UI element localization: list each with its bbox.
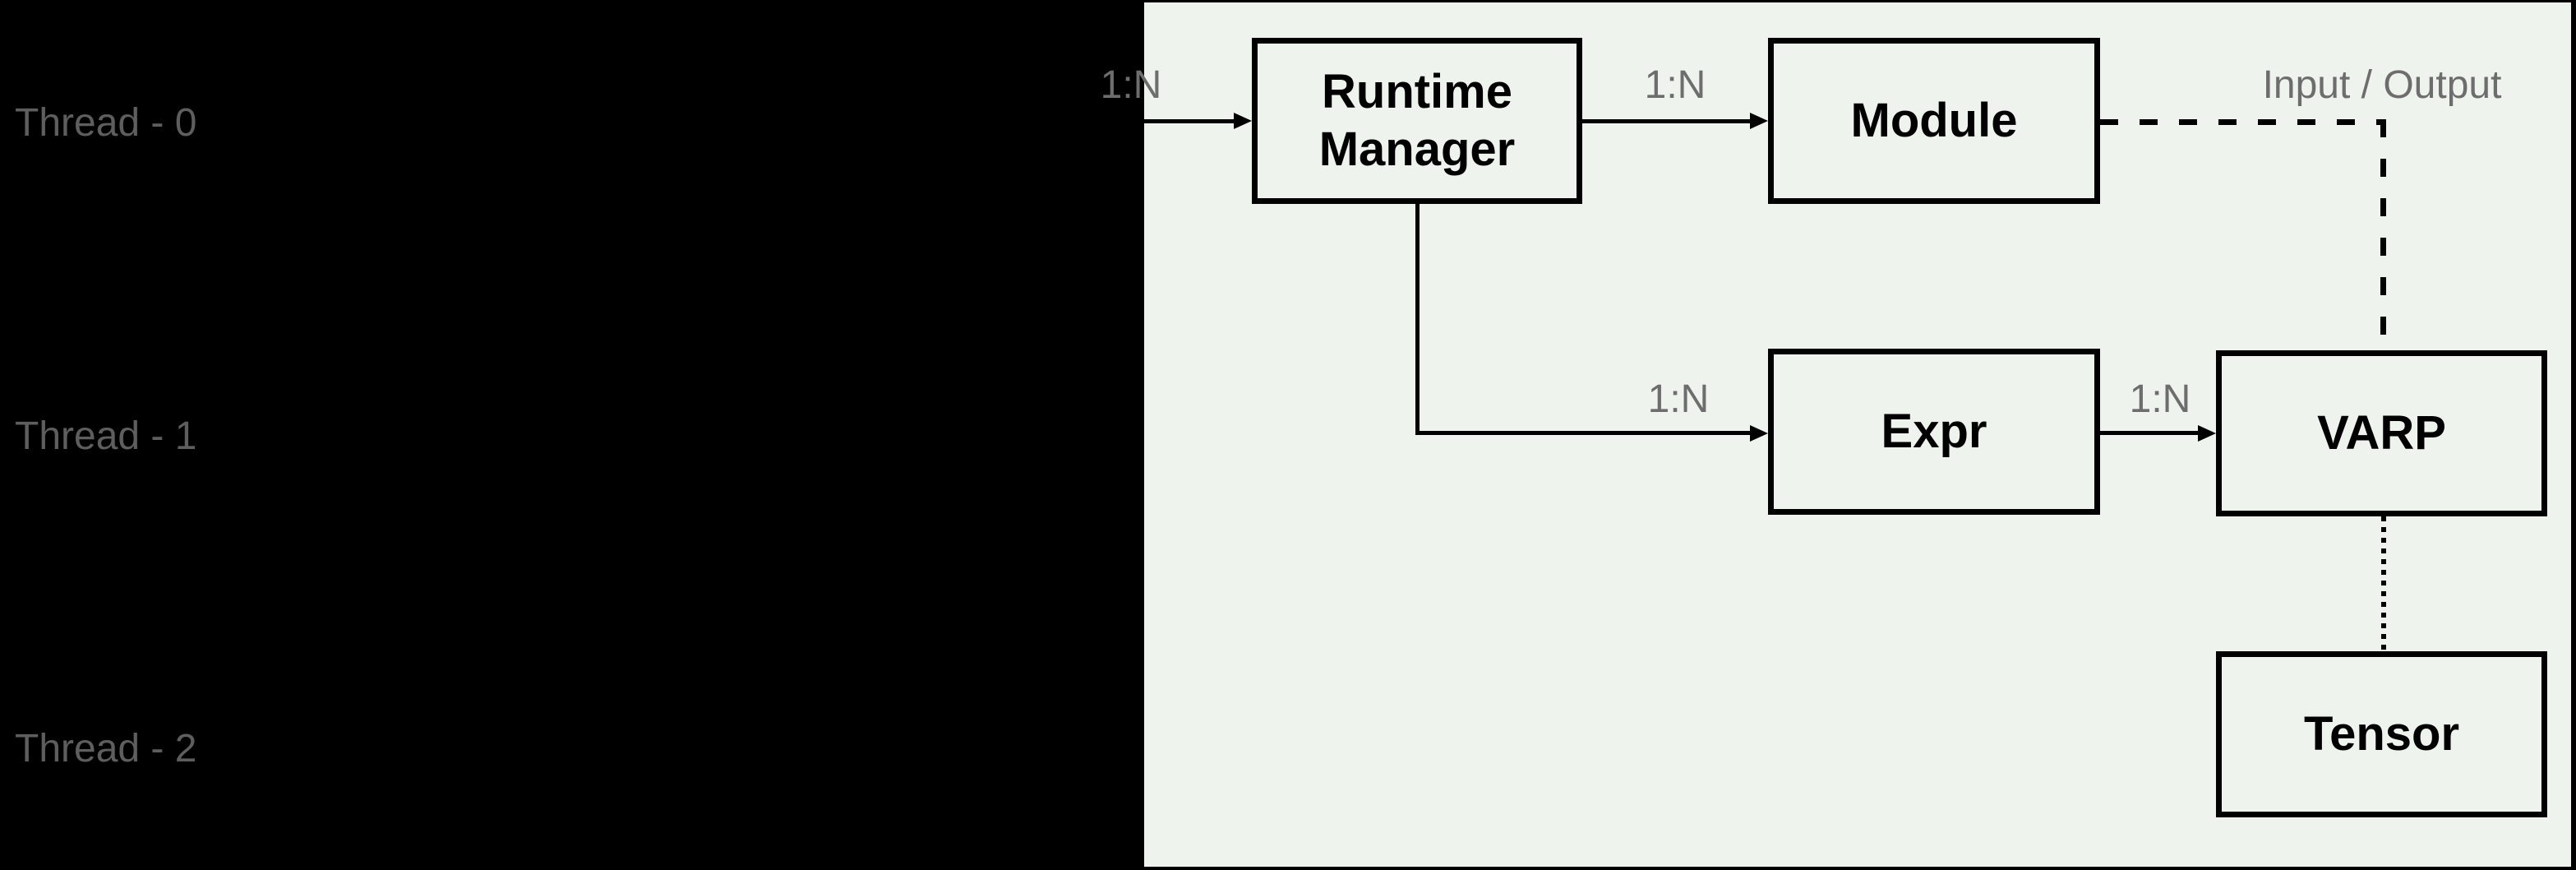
edge-runtime-expr-line-horizontal — [1415, 431, 1750, 435]
node-expr: Expr — [1768, 349, 2100, 515]
node-varp-label: VARP — [2317, 406, 2446, 460]
edge-expr-varp-label: 1:N — [2129, 377, 2191, 421]
node-runtime-manager: Runtime Manager — [1252, 38, 1582, 204]
node-module: Module — [1768, 38, 2100, 204]
node-expr-label: Expr — [1881, 405, 1987, 458]
node-varp: VARP — [2216, 350, 2547, 516]
edge-input-runtime-label: 1:N — [1100, 63, 1162, 107]
thread-label-0: Thread - 0 — [15, 101, 197, 145]
edge-runtime-module-arrowhead-icon — [1750, 113, 1768, 129]
edge-runtime-expr-line-vertical — [1415, 204, 1420, 435]
edge-runtime-module-line — [1582, 119, 1750, 123]
edge-runtime-expr-arrowhead-icon — [1750, 425, 1768, 442]
edge-runtime-module-label: 1:N — [1644, 63, 1706, 107]
node-module-label: Module — [1850, 94, 2018, 147]
edge-expr-varp-arrowhead-icon — [2198, 425, 2216, 442]
edge-runtime-expr-label: 1:N — [1647, 377, 1710, 421]
thread-label-1: Thread - 1 — [15, 414, 197, 458]
edge-module-varp-dashed-vertical — [2380, 119, 2386, 349]
edge-varp-tensor-dotted-line — [2381, 516, 2386, 651]
node-tensor-label: Tensor — [2303, 707, 2460, 761]
edge-expr-varp-line — [2100, 431, 2198, 435]
node-runtime-manager-label: Runtime Manager — [1318, 65, 1516, 176]
thread-label-2: Thread - 2 — [15, 727, 197, 771]
node-tensor: Tensor — [2216, 651, 2547, 817]
edge-module-varp-label: Input / Output — [2262, 63, 2502, 107]
edge-module-varp-dashed-horizontal — [2100, 119, 2386, 125]
edge-input-runtime-arrowhead-icon — [1234, 113, 1252, 129]
edge-input-runtime-line — [1144, 119, 1234, 123]
